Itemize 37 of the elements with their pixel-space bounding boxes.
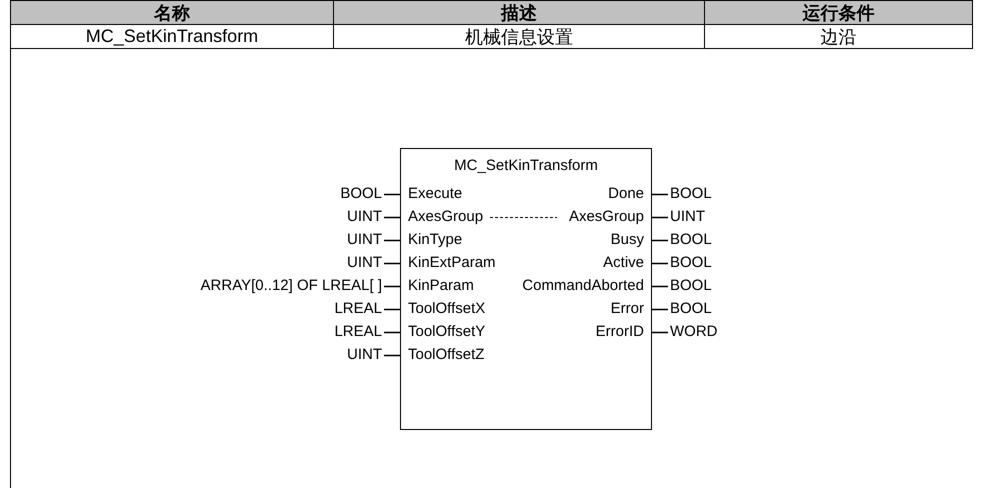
data-type: LREAL — [334, 300, 382, 318]
data-type: BOOL — [670, 185, 712, 203]
pin-name: Busy — [610, 231, 644, 249]
data-type: BOOL — [670, 300, 712, 318]
header-cell: 描述 — [333, 0, 705, 25]
data-type: ARRAY[0..12] OF LREAL[ ] — [200, 277, 382, 295]
data-type: BOOL — [670, 277, 712, 295]
data-type: UINT — [670, 208, 705, 226]
pin-name: CommandAborted — [522, 277, 644, 295]
data-type: UINT — [347, 346, 382, 364]
pin-name: AxesGroup — [568, 208, 644, 226]
pin-name: Active — [603, 254, 644, 272]
data-type: BOOL — [670, 254, 712, 272]
pin-name: KinType — [408, 231, 462, 249]
data-type: UINT — [347, 231, 382, 249]
data-type: WORD — [670, 323, 718, 341]
pin-name: Execute — [408, 185, 462, 203]
table-cell: 边沿 — [704, 24, 973, 49]
function-block — [400, 148, 652, 430]
pin-name: KinParam — [408, 277, 474, 295]
pin-name: Error — [610, 300, 644, 318]
data-type: UINT — [347, 208, 382, 226]
data-type: LREAL — [334, 323, 382, 341]
pin-name: ErrorID — [596, 323, 644, 341]
data-type: UINT — [347, 254, 382, 272]
table-cell: MC_SetKinTransform — [10, 24, 334, 49]
pin-name: ToolOffsetX — [408, 300, 486, 318]
block-title: MC_SetKinTransform — [453, 157, 599, 174]
pin-name: KinExtParam — [408, 254, 496, 272]
pin-name: Done — [608, 185, 644, 203]
pin-name: AxesGroup — [408, 208, 484, 226]
header-cell: 运行条件 — [704, 0, 973, 25]
pin-name: ToolOffsetY — [408, 323, 486, 341]
data-type: BOOL — [670, 231, 712, 249]
header-cell: 名称 — [10, 0, 334, 25]
pin-name: ToolOffsetZ — [408, 346, 484, 364]
data-type: BOOL — [340, 185, 382, 203]
